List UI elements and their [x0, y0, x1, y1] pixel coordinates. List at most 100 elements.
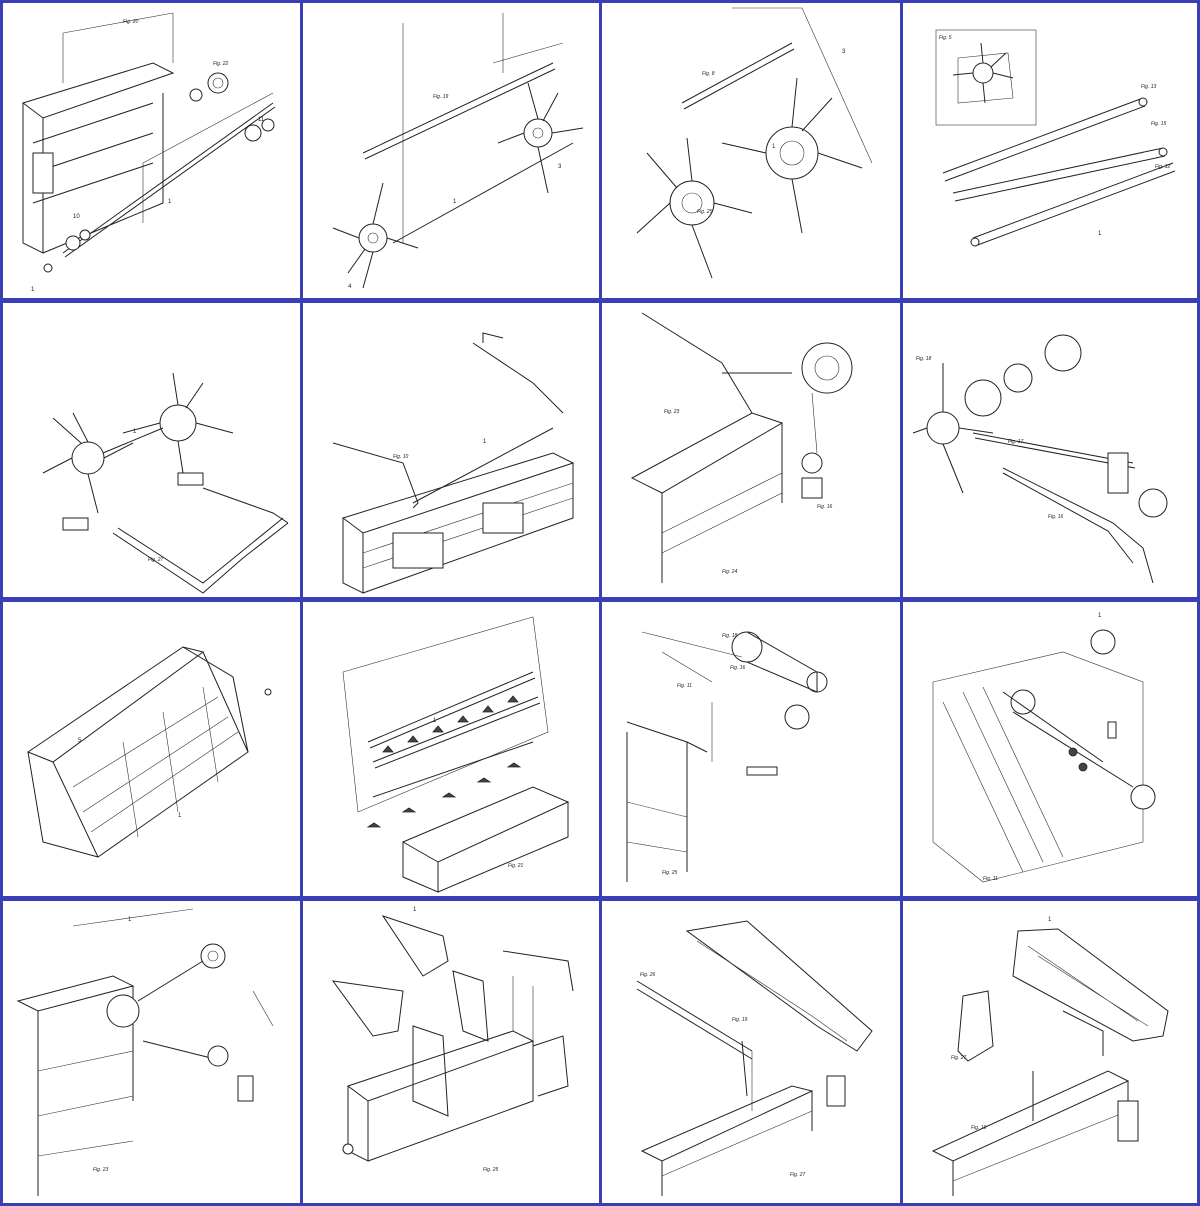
fig-ref-p3-a: Fig. 8	[702, 71, 715, 77]
diagram-panel-14: Fig. 25 1	[331, 907, 574, 1173]
panel-1-shaft-assembly: 1 10 1 11 Fig. 20 Fig. 22	[3, 3, 300, 298]
panel-5-spider-frame: Fig. 27 1	[3, 303, 300, 597]
diagram-panel-5: Fig. 27 1	[42, 372, 289, 594]
sprocket-p8	[1138, 488, 1168, 518]
fig-ref-p11-a: Fig. 18	[722, 633, 738, 639]
fig-ref-p8-a: Fig. 18	[916, 356, 932, 362]
fig-ref-p15-a: Fig. 26	[640, 972, 656, 978]
label-p3-b: 1	[772, 144, 776, 150]
label-p4-a: 1	[1098, 231, 1102, 237]
label-p3-a: 3	[842, 49, 846, 55]
fig-ref-p4-b: Fig. 13	[1141, 84, 1157, 90]
label-p13-a: 1	[128, 917, 132, 923]
fig-ref-p4-a: Fig. 5	[939, 35, 952, 41]
cover-housing	[1012, 928, 1169, 1042]
diagram-panel-12: Fig. 11 1	[932, 613, 1156, 883]
handwheel	[200, 943, 226, 969]
inset-spider	[952, 42, 1014, 104]
label-p12-a: 1	[1098, 613, 1102, 619]
label-p1-c: 1	[168, 199, 172, 205]
fig-ref-p4-d: Fig. 12	[1155, 164, 1171, 170]
fig-ref-p4-c: Fig. 15	[1151, 121, 1167, 127]
fig-ref-p6: Fig. 10	[393, 454, 409, 460]
fig-ref-p11-b: Fig. 16	[730, 665, 746, 671]
reel-spider-upper	[497, 82, 584, 194]
label-p9-b: 5	[78, 738, 82, 744]
fig-ref-p2: Fig. 19	[433, 94, 449, 100]
inset-box	[935, 29, 1037, 126]
label-p14-a: 1	[413, 907, 417, 913]
diagram-panel-4: Fig. 5 Fig. 13 Fig. 15 Fig. 12 1	[935, 29, 1176, 247]
gear-bottom	[1130, 784, 1156, 810]
panel-11-chain-drive: Fig. 18 Fig. 16 Fig. 11 Fig. 25	[602, 602, 900, 896]
spider-p8	[912, 363, 994, 494]
diagram-panel-7: Fig. 23 Fig. 16 Fig. 24	[630, 312, 853, 583]
fig-ref-p11-d: Fig. 25	[662, 870, 678, 876]
diagram-panel-2: Fig. 19 1 4 3	[332, 13, 584, 290]
fig-ref-p5: Fig. 27	[148, 557, 164, 563]
panel-16-cover-detail: Fig. 27 Fig. 19 1	[903, 901, 1197, 1203]
small-sprocket	[801, 452, 823, 474]
panel-9-frame: 1 5	[3, 602, 300, 896]
diagram-panel-16: Fig. 27 Fig. 19 1	[931, 917, 1169, 1196]
reel-spider-left	[636, 137, 753, 279]
diagram-panel-1: 1 10 1 11 Fig. 20 Fig. 22	[21, 12, 276, 293]
fig-ref-p10: Fig. 21	[508, 863, 524, 869]
panel-7-drive-sprocket: Fig. 23 Fig. 16 Fig. 24	[602, 303, 900, 597]
diagram-panel-3: Fig. 8 Fig. 25 3 1	[636, 7, 873, 279]
fig-ref-p15-c: Fig. 27	[790, 1172, 806, 1178]
fig-ref-p11-c: Fig. 11	[677, 683, 692, 689]
diagram-panel-8: Fig. 18 Fig. 17 Fig. 16	[912, 334, 1168, 584]
fig-ref-p3-b: Fig. 25	[697, 209, 713, 215]
diagram-panel-6: Fig. 10 1	[332, 332, 575, 594]
reel-spider-lower	[332, 182, 419, 289]
disc-middle	[1003, 363, 1033, 393]
gearbox-housing	[106, 994, 140, 1028]
gear-top	[1090, 629, 1116, 655]
diagram-panel-10: Fig. 21 1	[342, 616, 570, 893]
panel-12-gearbox-exploded: Fig. 11 1	[903, 602, 1197, 896]
label-p2-c: 3	[558, 164, 562, 170]
fig-ref-p16-b: Fig. 19	[971, 1125, 987, 1131]
label-p6-a: 1	[483, 439, 487, 445]
large-sprocket	[801, 342, 853, 394]
panel-2-reel-assembly: Fig. 19 1 4 3	[303, 3, 599, 298]
fig-ref-p15-b: Fig. 19	[732, 1017, 748, 1023]
fig-ref-p14: Fig. 25	[483, 1167, 499, 1173]
chain-cover	[685, 920, 873, 1052]
diagram-panel-13: Fig. 23 1	[16, 908, 274, 1196]
label-p5-a: 1	[133, 429, 137, 435]
label-p1-b: 10	[73, 214, 80, 220]
spider-right	[122, 372, 234, 474]
panel-13-gear-drive: Fig. 23 1	[3, 901, 300, 1203]
fig-ref-p7-a: Fig. 23	[664, 409, 680, 415]
label-p10-a: 1	[433, 718, 437, 724]
fig-ref-p8-b: Fig. 17	[1008, 439, 1024, 445]
disc-left	[964, 379, 1002, 417]
diagram-panel-9: 1 5	[26, 646, 272, 858]
fig-ref-p1-a: Fig. 20	[123, 19, 139, 25]
panel-8-discs-and-spider: Fig. 18 Fig. 17 Fig. 16	[903, 303, 1197, 597]
knife-sections	[366, 695, 522, 828]
divider-upper	[381, 915, 449, 977]
fig-ref-p8-c: Fig. 16	[1048, 514, 1064, 520]
chain-sprocket-lower	[784, 704, 810, 730]
fig-ref-p12: Fig. 11	[983, 876, 998, 882]
panel-15-cover: Fig. 26 Fig. 19 Fig. 27	[602, 901, 900, 1203]
panel-10-cutter-bar: Fig. 21 1	[303, 602, 599, 896]
fig-ref-p13: Fig. 23	[93, 1167, 109, 1173]
panel-4-bars-and-inset: Fig. 5 Fig. 13 Fig. 15 Fig. 12 1	[903, 3, 1197, 298]
fig-ref-p7-c: Fig. 24	[722, 569, 738, 575]
label-p16-a: 1	[1048, 917, 1052, 923]
label-p9-a: 1	[178, 813, 182, 819]
label-p1: 1	[31, 287, 35, 293]
divider-lower	[331, 980, 404, 1037]
fig-ref-p16-a: Fig. 27	[951, 1055, 967, 1061]
panel-14-dividers: Fig. 25 1	[303, 901, 599, 1203]
gear-center	[1010, 689, 1036, 715]
diagram-panel-11: Fig. 18 Fig. 16 Fig. 11 Fig. 25	[626, 631, 828, 882]
label-p1-d: 11	[258, 117, 265, 123]
spider-left	[42, 412, 134, 514]
label-p2-a: 1	[453, 199, 457, 205]
